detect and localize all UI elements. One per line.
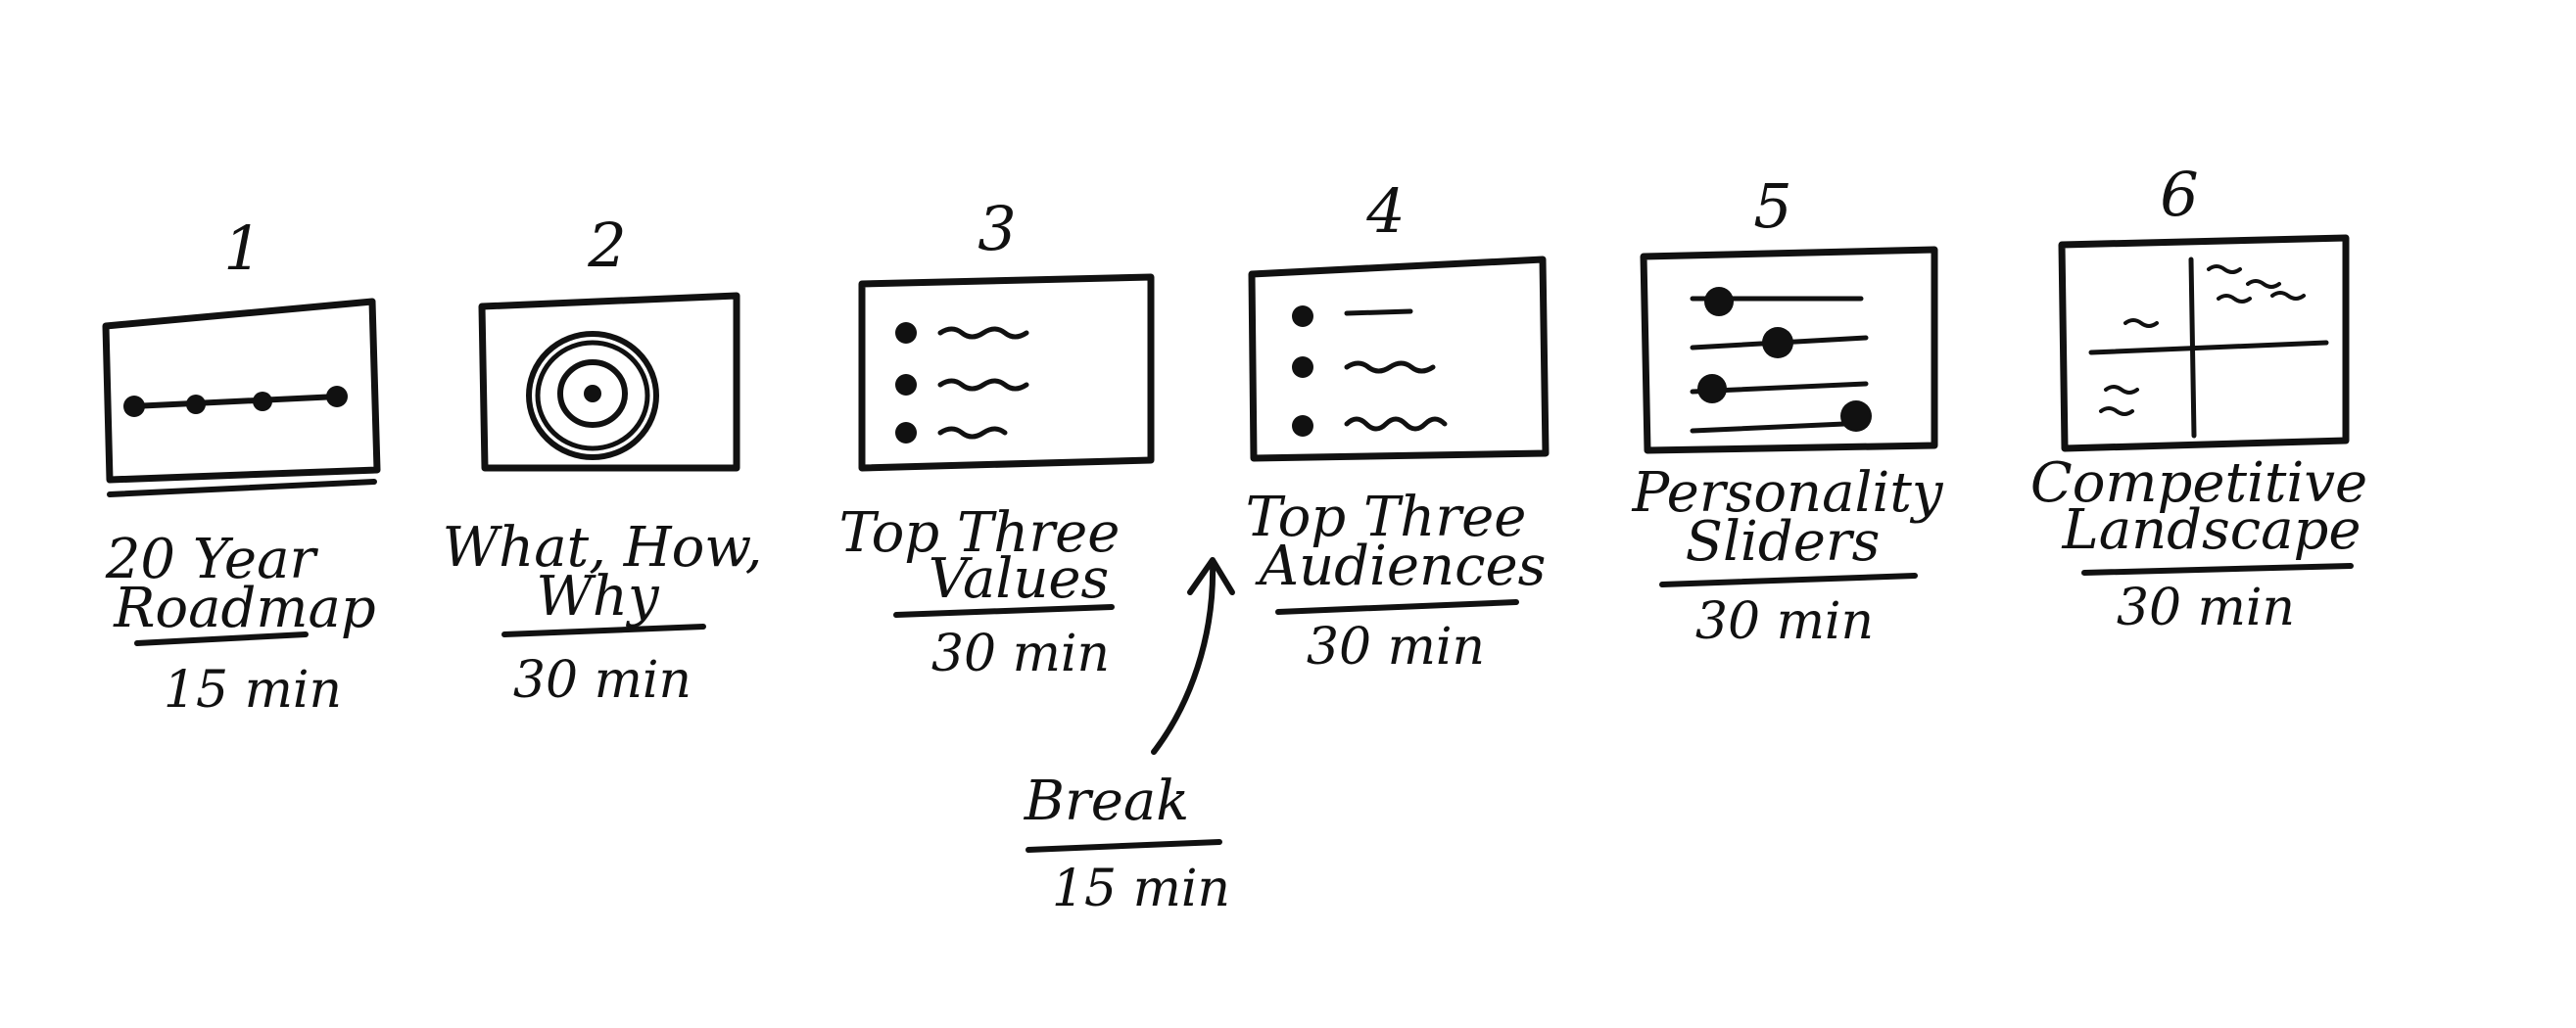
step-2: 2 What, How, Why 30 min bbox=[443, 210, 763, 710]
arrow-head-icon bbox=[1187, 557, 1235, 595]
step-5-duration: 30 min bbox=[1695, 592, 1874, 651]
step-2-duration: 30 min bbox=[513, 651, 692, 710]
sliders-icon bbox=[1690, 287, 1872, 434]
step-5-underline bbox=[1659, 573, 1918, 587]
concentric-circles-icon bbox=[526, 331, 659, 460]
step-4-title-line-2: Audiences bbox=[1255, 535, 1547, 598]
step-1-title-line-1: 20 Year bbox=[105, 528, 319, 591]
step-2-underline bbox=[501, 624, 706, 637]
step-3-number: 3 bbox=[978, 193, 1016, 264]
step-3: 3 Top Three Values 30 min bbox=[839, 193, 1155, 683]
step-1-card bbox=[102, 298, 381, 484]
break-underline bbox=[1026, 839, 1222, 853]
step-4-duration: 30 min bbox=[1307, 618, 1485, 677]
break-marker: Break 15 min bbox=[1024, 557, 1235, 918]
step-1-duration: 15 min bbox=[164, 661, 342, 720]
step-6: 6 Competitive Landscape 30 min bbox=[2030, 159, 2367, 637]
step-5-title-line-1: Personality bbox=[1632, 461, 1944, 525]
step-6-underline bbox=[2081, 563, 2354, 576]
step-3-title-line-2: Values bbox=[929, 547, 1110, 611]
step-4: 4 Top Three Audiences 30 min bbox=[1246, 175, 1550, 677]
bullet-list-icon bbox=[895, 322, 1029, 444]
step-2-card bbox=[478, 292, 740, 472]
roadmap-timeline-icon bbox=[123, 386, 348, 417]
step-6-duration: 30 min bbox=[2117, 579, 2295, 637]
step-5-title-line-2: Sliders bbox=[1686, 510, 1881, 574]
step-2-title-line-1: What, How, bbox=[443, 516, 763, 580]
step-1: 1 20 Year Roadmap 15 min bbox=[102, 212, 381, 720]
step-5-card bbox=[1640, 246, 1938, 454]
step-6-card bbox=[2058, 234, 2350, 452]
step-4-number: 4 bbox=[1365, 175, 1405, 247]
step-6-title-line-1: Competitive bbox=[2030, 451, 2367, 515]
step-5: 5 Personality Sliders 30 min bbox=[1632, 170, 1944, 651]
step-2-number: 2 bbox=[587, 210, 626, 281]
step-3-underline bbox=[893, 604, 1115, 618]
break-duration: 15 min bbox=[1052, 860, 1230, 918]
step-4-card bbox=[1248, 256, 1550, 462]
break-arrow bbox=[1151, 560, 1216, 755]
step-1-underline bbox=[134, 631, 309, 646]
quadrant-chart-icon bbox=[2088, 257, 2329, 439]
step-6-title-line-2: Landscape bbox=[2062, 498, 2361, 562]
step-5-number: 5 bbox=[1753, 170, 1791, 242]
step-4-title-line-1: Top Three bbox=[1246, 486, 1527, 549]
step-6-number: 6 bbox=[2160, 159, 2198, 230]
step-1-title-line-2: Roadmap bbox=[113, 577, 375, 640]
step-3-duration: 30 min bbox=[931, 625, 1110, 683]
step-2-title-line-2: Why bbox=[536, 565, 660, 629]
step-1-number: 1 bbox=[223, 212, 262, 284]
bullet-list-icon bbox=[1292, 305, 1448, 437]
step-3-card bbox=[858, 273, 1155, 472]
step-3-title-line-1: Top Three bbox=[839, 501, 1121, 565]
step-4-underline bbox=[1275, 599, 1519, 615]
break-label: Break bbox=[1024, 770, 1189, 833]
